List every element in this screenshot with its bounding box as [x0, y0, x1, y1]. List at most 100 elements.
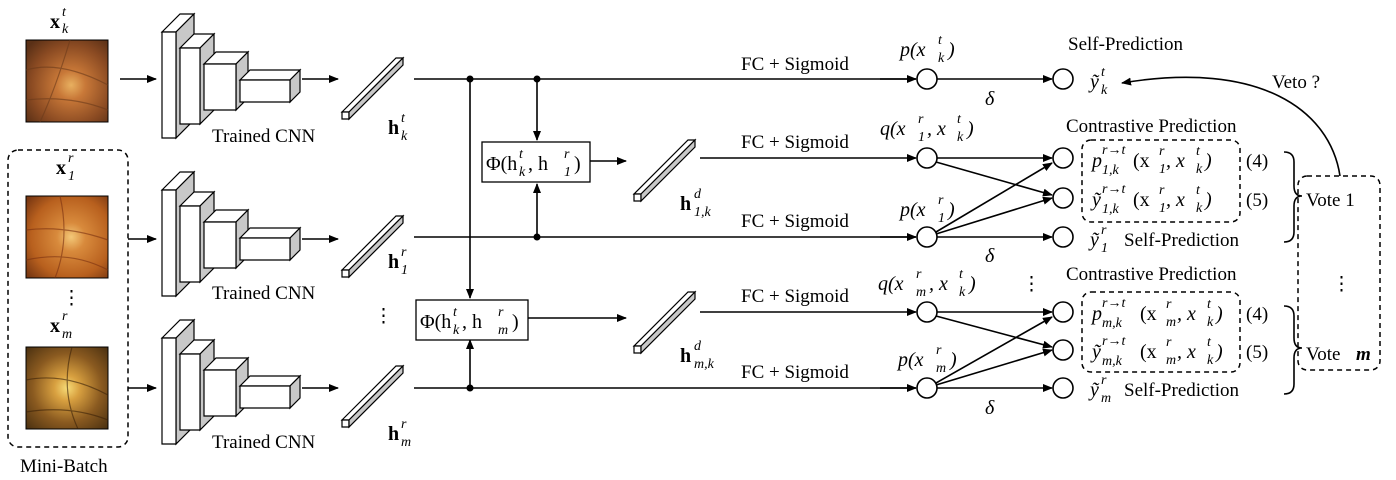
delta-label-top: δ: [985, 88, 995, 110]
svg-text:(x: (x: [1133, 150, 1150, 172]
svg-text:1: 1: [1159, 162, 1166, 177]
svg-text:ỹ: ỹ: [1090, 341, 1102, 363]
svg-text:r: r: [918, 112, 924, 127]
svg-text:1,k: 1,k: [1102, 163, 1120, 178]
svg-text:t: t: [1196, 144, 1201, 159]
svg-text:Φ(h: Φ(h: [486, 153, 517, 175]
output-y1: ỹ r 1: [1088, 223, 1108, 256]
contrastive-prediction-title-1: Contrastive Prediction: [1066, 116, 1237, 137]
node-p-m: [916, 377, 938, 399]
svg-text:m: m: [1356, 344, 1371, 365]
svg-text:r→t: r→t: [1102, 143, 1126, 158]
cnn-layer-3-front: [203, 63, 237, 111]
prob-label-p1: p(x r 1 ): [898, 193, 955, 226]
svg-text:m: m: [498, 323, 508, 338]
svg-text:ỹ: ỹ: [1088, 71, 1100, 93]
svg-text:h: h: [388, 423, 399, 445]
svg-text:): ): [1204, 150, 1212, 172]
node-p-k: [916, 68, 938, 90]
output-ymk-args: r m , x t k ): [1166, 335, 1223, 368]
slab-side: [348, 56, 404, 121]
svg-text:r: r: [1101, 223, 1107, 238]
svg-text:, x: , x: [1177, 341, 1196, 363]
svg-text:m: m: [916, 285, 926, 300]
phi-label-m: Φ(h t k , h r m ): [420, 305, 519, 338]
svg-text:1: 1: [1159, 201, 1166, 216]
slab-side: [640, 138, 696, 203]
feature-slab-hmk: [632, 290, 697, 355]
middle-vdots: ⋮: [1022, 274, 1041, 295]
feature-slab-h1k: [632, 138, 697, 203]
svg-text:t: t: [1207, 335, 1212, 350]
input-ref1-symbol: x: [56, 157, 66, 179]
svg-text:m: m: [1166, 315, 1176, 330]
feature-label-hm: h r m: [388, 417, 411, 450]
cnn-block-top: [160, 12, 302, 140]
node-p-1: [916, 226, 938, 248]
self-prediction-label-m: Self-Prediction: [1124, 380, 1240, 401]
svg-text:r: r: [1101, 373, 1107, 388]
svg-text:): ): [512, 311, 519, 333]
svg-text:q(x: q(x: [880, 118, 906, 140]
fc-label-hm: FC + Sigmoid: [741, 362, 849, 383]
input-ref1: x r 1: [25, 151, 109, 279]
input-target-symbol: x: [50, 11, 60, 33]
svg-text:ỹ: ỹ: [1090, 189, 1102, 211]
input-target-sub: k: [62, 22, 69, 37]
svg-text:k: k: [938, 51, 945, 66]
cnn-layer-4-front: [239, 385, 291, 409]
svg-text:r: r: [401, 245, 407, 260]
cnn-label-bottom: Trained CNN: [212, 432, 316, 453]
fc-label-h1k: FC + Sigmoid: [741, 132, 849, 153]
arrow-pm-to-pmk: [935, 316, 1053, 384]
cnn-layer-1-front: [161, 189, 177, 297]
svg-text:p(x: p(x: [898, 199, 926, 221]
phi-box-1: [481, 141, 591, 183]
svg-text:h: h: [388, 251, 399, 273]
svg-text:): ): [949, 349, 957, 371]
svg-text:r: r: [564, 147, 570, 162]
input-refm-sub: m: [62, 327, 72, 342]
svg-text:t: t: [519, 147, 524, 162]
vote-1-label: Vote 1: [1306, 190, 1355, 211]
minibatch-box: [7, 149, 129, 448]
minibatch-label: Mini-Batch: [20, 456, 108, 477]
contrastive-box-1: [1081, 139, 1241, 223]
arrow-qm-to-ymk: [935, 315, 1053, 349]
svg-text:m: m: [936, 361, 946, 376]
input-refm-sup: r: [62, 309, 68, 324]
slab-front: [341, 269, 350, 278]
svg-text:p(x: p(x: [896, 349, 924, 371]
output-p1k-args: r 1 , x t k ): [1159, 144, 1212, 177]
svg-text:k: k: [959, 285, 966, 300]
svg-text:k: k: [957, 130, 964, 145]
svg-text:k: k: [1101, 83, 1108, 98]
arrow-p1-to-y1k: [935, 196, 1053, 235]
svg-text:): ): [947, 39, 955, 61]
svg-text:): ): [1204, 189, 1212, 211]
svg-text:1: 1: [918, 130, 925, 145]
cnn-layer-1-front: [161, 337, 177, 445]
cnn-layer-3-front: [203, 221, 237, 269]
svg-text:(x: (x: [1140, 341, 1157, 363]
svg-text:p: p: [1090, 150, 1102, 172]
slab-side: [348, 364, 404, 429]
svg-text:h: h: [680, 193, 691, 215]
input-refm-symbol: x: [50, 315, 60, 337]
vote-m-label: Vote m: [1306, 344, 1371, 365]
svg-text:k: k: [453, 323, 460, 338]
svg-text:t: t: [959, 267, 964, 282]
cnn-layer-2-front: [179, 353, 201, 431]
input-refm: x r m: [25, 309, 109, 430]
svg-text:, x: , x: [1166, 150, 1185, 172]
cnn-block-bottom: [160, 318, 302, 446]
svg-text:r: r: [1166, 335, 1172, 350]
slab-face: [340, 57, 405, 113]
svg-text:p: p: [1090, 303, 1102, 325]
svg-text:r: r: [498, 305, 504, 320]
node-q-m: [916, 301, 938, 323]
svg-text:r: r: [938, 193, 944, 208]
veto-arrow: [1121, 76, 1341, 177]
brace-group-1: [1283, 151, 1303, 243]
svg-text:p(x: p(x: [898, 39, 926, 61]
